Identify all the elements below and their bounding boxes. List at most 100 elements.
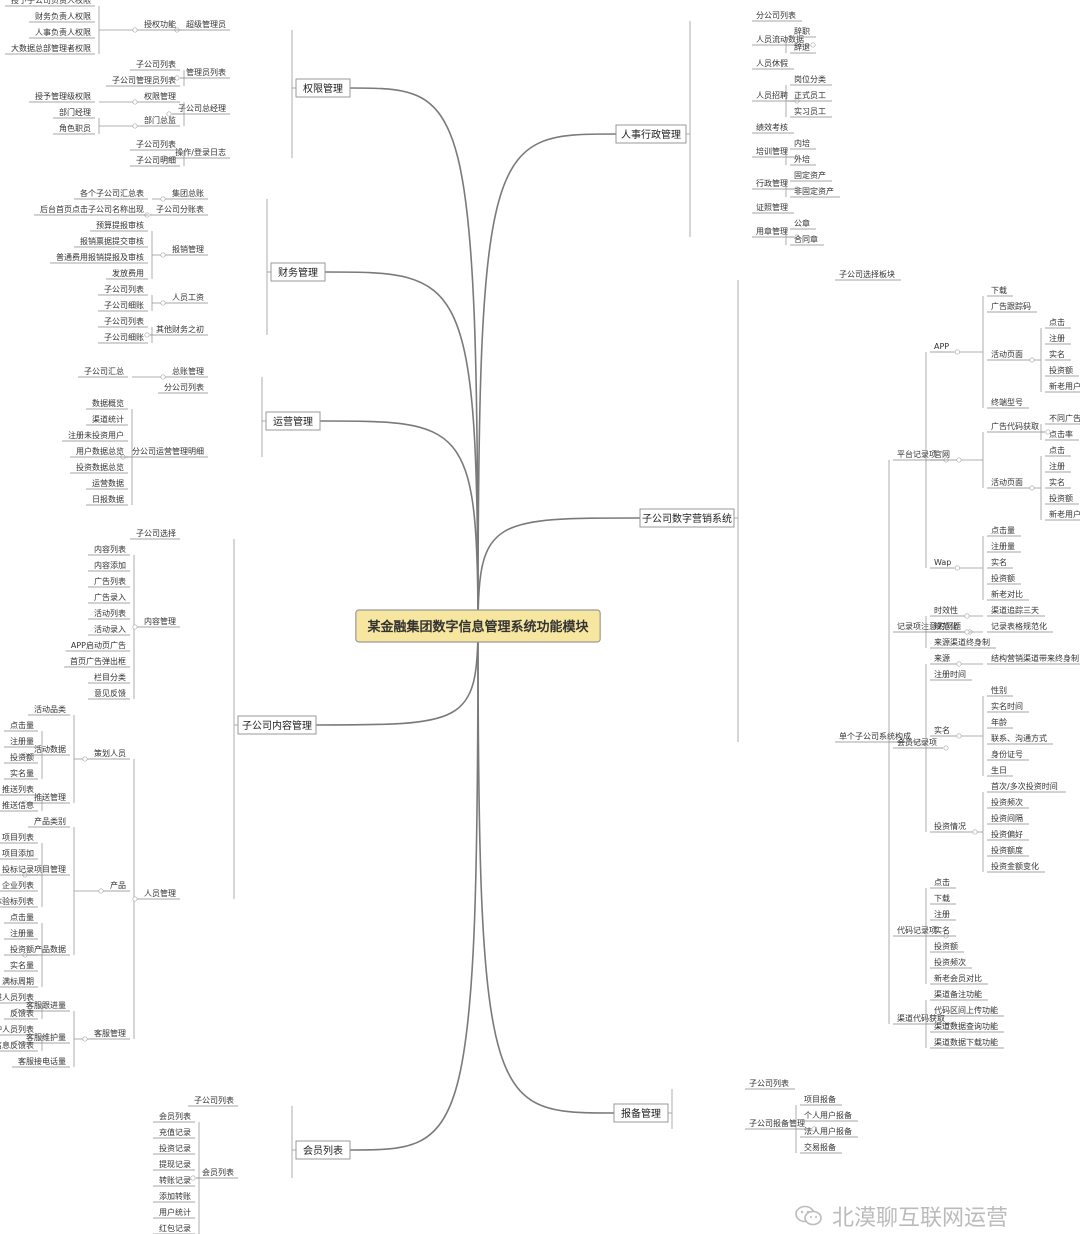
node-56z9bp[interactable]: 用户数据总览 — [70, 446, 128, 458]
node-16vixju[interactable]: 会员列表 — [196, 1167, 238, 1179]
collapse-toggle[interactable] — [132, 896, 138, 902]
collapse-toggle[interactable] — [98, 888, 104, 894]
node-nn86vv[interactable]: 首页广告弹出框 — [64, 656, 130, 668]
node-18cdp5r[interactable]: 角色职员 — [53, 123, 95, 135]
node-qbrw4c[interactable]: 客服接电话量 — [12, 1056, 70, 1068]
collapse-toggle[interactable] — [160, 300, 166, 306]
node-14qo8os[interactable]: 人员管理 — [138, 888, 180, 900]
node-yc463h[interactable]: 超级管理员 — [180, 19, 230, 31]
collapse-toggle[interactable] — [964, 629, 970, 635]
node-x9vlg[interactable]: 子公司汇总 — [78, 366, 128, 378]
collapse-toggle[interactable] — [132, 624, 138, 630]
node-167j0an[interactable]: 授予管理级权限 — [29, 91, 95, 103]
branch-i5j98k[interactable]: 财务管理 — [270, 262, 479, 627]
node-188btb0[interactable]: 红包记录 — [153, 1223, 195, 1234]
node-188btaw[interactable]: 提现记录 — [153, 1159, 195, 1171]
node-uygkqb[interactable]: 注册量 — [4, 736, 38, 748]
node-uygkqa[interactable]: 点击量 — [4, 720, 38, 732]
collapse-toggle[interactable] — [972, 829, 978, 835]
collapse-toggle[interactable] — [132, 99, 138, 105]
branch-5zjlpx[interactable]: 子公司内容管理 — [237, 625, 479, 735]
node-188btat[interactable]: 会员列表 — [153, 1111, 195, 1123]
node-us6oqa[interactable]: 授权功能 — [138, 19, 180, 31]
node-1a373bt[interactable]: 投资偏好 — [987, 829, 1029, 841]
node-o6x797[interactable]: 产品类别 — [28, 816, 70, 828]
collapse-toggle[interactable] — [964, 613, 970, 619]
node-1x34tg6[interactable]: 实习员工 — [790, 106, 832, 118]
node-1kmbtrs[interactable]: 实名 — [930, 725, 956, 737]
node-1a373bu[interactable]: 投资额度 — [987, 845, 1029, 857]
node-nn86vw[interactable]: 栏目分类 — [88, 672, 130, 684]
branch-1suhm89[interactable]: 人事行政管理 — [477, 124, 687, 627]
node-j3jebc[interactable]: 渠道追踪三天 — [987, 605, 1045, 617]
collapse-toggle[interactable] — [190, 1175, 196, 1181]
node-4gku29[interactable]: 固定资产 — [790, 170, 832, 182]
node-yc463j[interactable]: 子公司总经理 — [172, 103, 230, 115]
node-m22ie5[interactable]: 活动数据 — [28, 744, 70, 756]
node-55ou7v[interactable]: 投资额 — [1045, 493, 1079, 505]
collapse-toggle[interactable] — [174, 75, 180, 81]
node-116qrbk[interactable]: 子公司明细 — [130, 155, 180, 167]
node-x3b9ld[interactable]: 推送列表 — [0, 784, 38, 796]
node-17ycego[interactable]: 实名时间 — [987, 701, 1029, 713]
node-2s55md[interactable]: 点击量 — [987, 525, 1021, 537]
collapse-toggle[interactable] — [956, 733, 962, 739]
node-4gku2a[interactable]: 非固定资产 — [790, 186, 840, 198]
node-1xjjtvc[interactable]: 广告跟踪码 — [987, 301, 1037, 313]
node-1ow17hw[interactable]: 渠道备注功能 — [930, 989, 988, 1001]
node-17ycegs[interactable]: 生日 — [987, 765, 1013, 777]
node-1xjjtvd[interactable]: 活动页面 — [987, 349, 1029, 361]
node-uygkqc[interactable]: 投资额 — [4, 752, 38, 764]
node-1da3052[interactable]: 子公司列表 — [745, 1078, 795, 1090]
node-1hoew0i[interactable]: 点击量 — [4, 912, 38, 924]
node-56z9bs[interactable]: 日报数据 — [86, 494, 128, 506]
node-1a373br[interactable]: 投资频次 — [987, 797, 1029, 809]
collapse-toggle[interactable] — [1029, 357, 1035, 363]
node-1xzt4ph[interactable]: 跟进人员列表 — [0, 992, 38, 1004]
node-56z9bm[interactable]: 数据概览 — [86, 398, 128, 410]
collapse-toggle[interactable] — [160, 374, 166, 380]
node-17ycegr[interactable]: 身份证号 — [987, 749, 1029, 761]
node-1a373bv[interactable]: 投资金额变化 — [987, 861, 1045, 873]
branch-ioydne[interactable]: 运营管理 — [265, 411, 479, 627]
node-2s55mf[interactable]: 实名 — [987, 557, 1013, 569]
node-188btau[interactable]: 充值记录 — [153, 1127, 195, 1139]
node-16vixjt[interactable]: 子公司列表 — [188, 1095, 238, 1107]
node-190dmf2[interactable]: 行政管理 — [752, 178, 794, 190]
node-1mr6imt[interactable]: 点击 — [930, 877, 956, 889]
node-1mr6imy[interactable]: 投资频次 — [930, 957, 972, 969]
node-190dmew[interactable]: 分公司列表 — [752, 10, 802, 22]
node-yc463k[interactable]: 操作/登录日志 — [167, 147, 230, 159]
node-10gyuyo[interactable]: 其他财务之初 — [150, 324, 208, 336]
node-14qo8or[interactable]: 内容管理 — [138, 616, 180, 628]
node-o6x798[interactable]: 项目管理 — [28, 864, 70, 876]
collapse-toggle[interactable] — [943, 745, 949, 751]
node-2s55me[interactable]: 注册量 — [987, 541, 1021, 553]
node-1ihh4wn[interactable]: 时效性 — [930, 605, 964, 617]
node-11brge[interactable]: 财务负责人权限 — [29, 11, 95, 23]
node-1xjjtve[interactable]: 终端型号 — [987, 397, 1029, 409]
node-x3b9le[interactable]: 推送信息 — [0, 800, 38, 812]
node-ps2vqr[interactable]: 策划人员 — [88, 748, 130, 760]
node-ps2vqt[interactable]: 客服管理 — [88, 1028, 130, 1040]
node-1da3053[interactable]: 子公司报备管理 — [745, 1118, 811, 1130]
collapse-toggle[interactable] — [811, 1126, 817, 1132]
node-1nwp2lr[interactable]: 子公司列表 — [98, 316, 148, 328]
node-1mr6imw[interactable]: 实名 — [930, 925, 956, 937]
node-55ou7w[interactable]: 新老用户投资对比 — [1045, 509, 1080, 521]
node-1stffpz[interactable]: 辞退 — [790, 42, 816, 54]
node-2s55mg[interactable]: 投资额 — [987, 573, 1021, 585]
node-edf061[interactable]: 会员记录项 — [893, 737, 943, 749]
collapse-toggle[interactable] — [160, 252, 166, 258]
collapse-toggle[interactable] — [917, 739, 923, 745]
node-1hoew0m[interactable]: 满标周期 — [0, 976, 38, 988]
node-nn86vx[interactable]: 意见反馈 — [88, 688, 130, 700]
node-1gcmg1l[interactable]: 官网 — [930, 449, 956, 461]
node-yyiml4[interactable]: 项目报备 — [800, 1094, 842, 1106]
node-m22ie4[interactable]: 活动品类 — [28, 704, 70, 716]
node-190dmey[interactable]: 人员休假 — [752, 58, 794, 70]
node-1fjk75i[interactable]: 企业列表 — [0, 880, 38, 892]
node-1xjjtvb[interactable]: 下载 — [987, 285, 1013, 297]
collapse-toggle[interactable] — [132, 27, 138, 33]
node-z1w2gh[interactable]: 部门总监 — [138, 115, 180, 127]
